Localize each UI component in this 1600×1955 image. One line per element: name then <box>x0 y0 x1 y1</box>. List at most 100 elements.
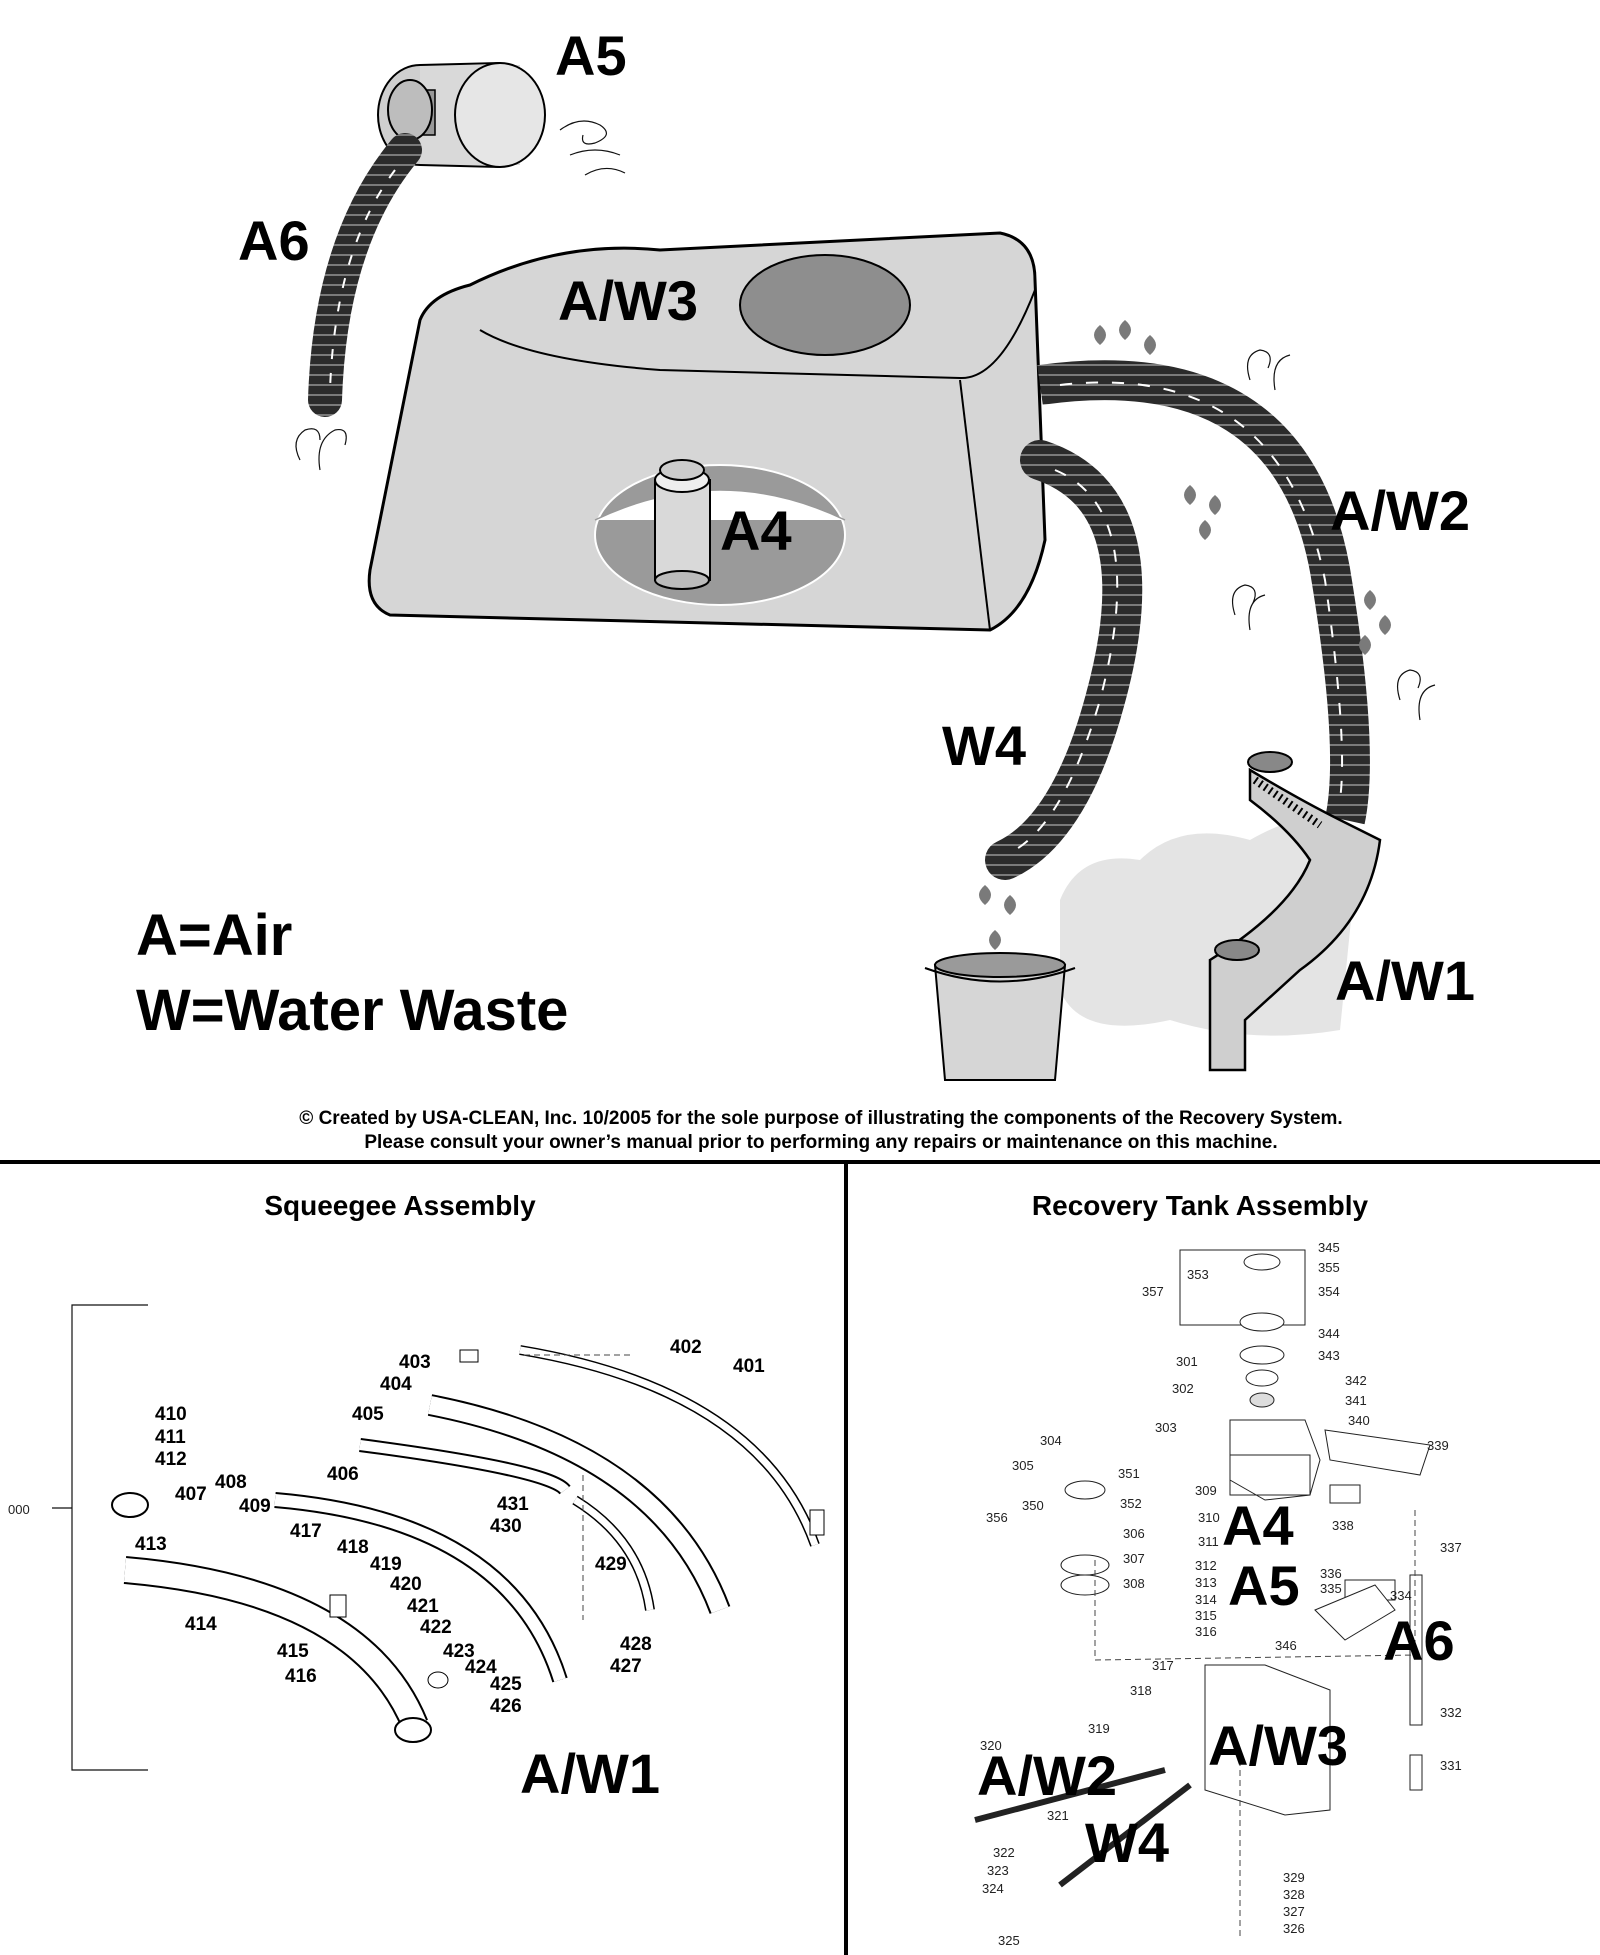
callout-304: 304 <box>1040 1433 1062 1448</box>
callout-337: 337 <box>1440 1540 1462 1555</box>
callout-419: 419 <box>370 1554 402 1575</box>
callout-345: 345 <box>1318 1240 1340 1255</box>
tank-exploded-drawing <box>974 1249 1431 1940</box>
recovery-tank-assembly-panel: Recovery Tank Assembly 30130230330430530… <box>974 1190 1462 1948</box>
callout-429: 429 <box>595 1554 627 1575</box>
callout-321: 321 <box>1047 1808 1069 1823</box>
callout-431: 431 <box>497 1494 529 1515</box>
callout-310: 310 <box>1198 1510 1220 1525</box>
callout-402: 402 <box>670 1337 702 1358</box>
recovery-tank <box>367 231 1047 632</box>
legend-water: W=Water Waste <box>136 978 568 1043</box>
callout-417: 417 <box>290 1521 322 1542</box>
callout-326: 326 <box>1283 1921 1305 1936</box>
callout-423: 423 <box>443 1641 475 1662</box>
callout-421: 421 <box>407 1596 439 1617</box>
callout-323: 323 <box>987 1863 1009 1878</box>
recovery-tank-assembly-title: Recovery Tank Assembly <box>1032 1190 1369 1221</box>
callout-408: 408 <box>215 1472 247 1493</box>
callout-413: 413 <box>135 1534 167 1555</box>
callout-306: 306 <box>1123 1526 1145 1541</box>
callout-352: 352 <box>1120 1496 1142 1511</box>
label-a5: A5 <box>555 24 627 87</box>
callout-307: 307 <box>1123 1551 1145 1566</box>
callout-305: 305 <box>1012 1458 1034 1473</box>
legend-air: A=Air <box>136 903 292 968</box>
callout-430: 430 <box>490 1516 522 1537</box>
callout-312: 312 <box>1195 1558 1217 1573</box>
filter-a4 <box>654 459 711 590</box>
callout-322: 322 <box>993 1845 1015 1860</box>
callout-404: 404 <box>380 1374 412 1395</box>
callout-405: 405 <box>352 1404 384 1425</box>
callout-412: 412 <box>155 1449 187 1470</box>
callout-414: 414 <box>185 1614 217 1635</box>
callout-342: 342 <box>1345 1373 1367 1388</box>
callout-403: 403 <box>399 1352 431 1373</box>
tank-overlay-w4: W4 <box>1085 1811 1169 1874</box>
callout-311: 311 <box>1198 1534 1219 1549</box>
copyright-line-2: Please consult your owner’s manual prior… <box>364 1132 1277 1153</box>
callout-328: 328 <box>1283 1887 1305 1902</box>
label-a4: A4 <box>720 499 792 562</box>
copyright-line-1: © Created by USA-CLEAN, Inc. 10/2005 for… <box>299 1108 1342 1129</box>
hose-aw2 <box>1037 360 1370 825</box>
label-aw3: A/W3 <box>558 269 698 332</box>
callout-401: 401 <box>733 1356 765 1377</box>
top-illustration: A5 A6 A/W3 A4 A/W2 W4 A/W1 A=Air W=Water… <box>136 24 1475 1153</box>
callout-357: 357 <box>1142 1284 1164 1299</box>
callout-406: 406 <box>327 1464 359 1485</box>
tank-overlay-a4: A4 <box>1222 1494 1294 1557</box>
callout-428: 428 <box>620 1634 652 1655</box>
callout-356: 356 <box>986 1510 1008 1525</box>
callout-427: 427 <box>610 1656 642 1677</box>
callout-320: 320 <box>980 1738 1002 1753</box>
callout-308: 308 <box>1123 1576 1145 1591</box>
hose-w4 <box>985 440 1143 880</box>
callout-409: 409 <box>239 1496 271 1517</box>
callout-324: 324 <box>982 1881 1004 1896</box>
callout-420: 420 <box>390 1574 422 1595</box>
tank-overlay-aw3: A/W3 <box>1208 1714 1348 1777</box>
callout-336: 336 <box>1320 1566 1342 1581</box>
tank-overlay-aw2: A/W2 <box>977 1744 1117 1807</box>
tank-overlay-a5: A5 <box>1228 1554 1300 1617</box>
water-drops <box>979 320 1391 950</box>
callout-344: 344 <box>1318 1326 1340 1341</box>
callout-313: 313 <box>1195 1575 1217 1590</box>
callout-340: 340 <box>1348 1413 1370 1428</box>
callout-424: 424 <box>465 1657 497 1678</box>
callout-416: 416 <box>285 1666 317 1687</box>
callout-302: 302 <box>1172 1381 1194 1396</box>
callout-314: 314 <box>1195 1592 1217 1607</box>
callout-350: 350 <box>1022 1498 1044 1513</box>
callout-354: 354 <box>1318 1284 1340 1299</box>
callout-334: 334 <box>1390 1588 1412 1603</box>
callout-351: 351 <box>1118 1466 1140 1481</box>
bucket <box>924 952 1076 1081</box>
callout-316: 316 <box>1195 1624 1217 1639</box>
hose-a6 <box>308 133 422 417</box>
callout-411: 411 <box>155 1427 186 1448</box>
callout-303: 303 <box>1155 1420 1177 1435</box>
callout-338: 338 <box>1332 1518 1354 1533</box>
squeegee-overlay-aw1: A/W1 <box>520 1742 660 1805</box>
callout-327: 327 <box>1283 1904 1305 1919</box>
callout-346: 346 <box>1275 1638 1297 1653</box>
callout-407: 407 <box>175 1484 207 1505</box>
squeegee-assembly-panel: Squeegee Assembly 000 401402403404405406… <box>8 1190 825 1805</box>
callout-426: 426 <box>490 1696 522 1717</box>
squeegee-assembly-title: Squeegee Assembly <box>264 1190 536 1221</box>
squeegee <box>1208 751 1382 1072</box>
label-w4: W4 <box>942 714 1026 777</box>
callout-309: 309 <box>1195 1483 1217 1498</box>
callout-415: 415 <box>277 1641 309 1662</box>
callout-335: 335 <box>1320 1581 1342 1596</box>
callout-353: 353 <box>1187 1267 1209 1282</box>
callout-332: 332 <box>1440 1705 1462 1720</box>
callout-425: 425 <box>490 1674 522 1695</box>
callout-343: 343 <box>1318 1348 1340 1363</box>
callout-317: 317 <box>1152 1658 1174 1673</box>
air-swirls <box>295 120 1436 721</box>
